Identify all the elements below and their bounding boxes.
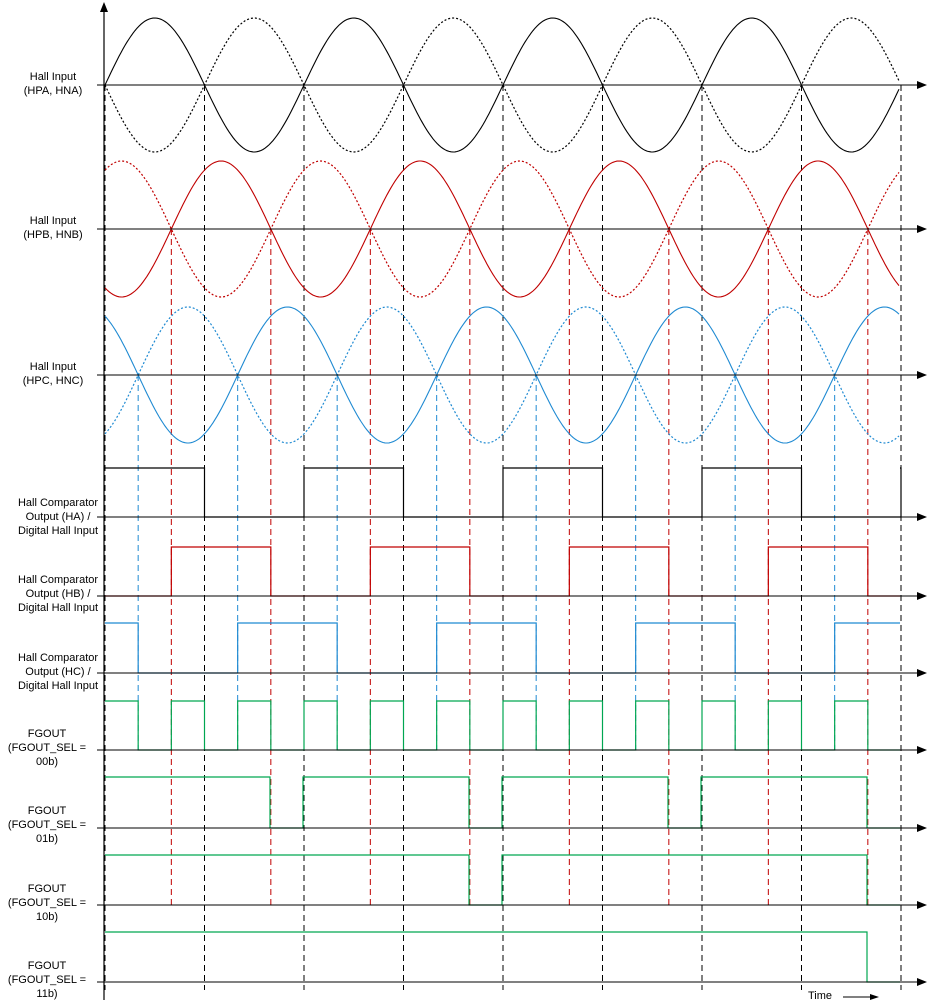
label-fgout-10b: FGOUT(FGOUT_SEL =10b): [7, 883, 87, 923]
hall-c-positive-trace: [104, 306, 900, 444]
waveforms: [104, 17, 902, 983]
hall-a-negative-trace: [104, 17, 900, 153]
time-arrowhead: [870, 994, 879, 1000]
hall-a-positive-trace: [104, 17, 900, 153]
label-hall-input-a: Hall Input(HPA, HNA): [23, 71, 83, 97]
axes: [97, 2, 927, 1000]
fgout-00b-trace: [105, 700, 900, 751]
baseline-arrowhead-8: [917, 901, 927, 909]
axis-arrowhead-up: [100, 2, 108, 12]
baseline-arrowhead-6: [917, 746, 927, 754]
fgout-10b-trace: [105, 854, 900, 906]
baseline-arrowhead-4: [917, 592, 927, 600]
time-label: Time: [808, 990, 833, 1002]
hall-c-negative-trace: [104, 306, 900, 444]
baseline-arrowhead-2: [917, 371, 927, 379]
label-fgout-11b: FGOUT(FGOUT_SEL =11b): [7, 960, 87, 1000]
baseline-arrowhead-5: [917, 669, 927, 677]
guide-lines: [104, 85, 902, 990]
label-fgout-00b: FGOUT(FGOUT_SEL =00b): [7, 728, 87, 768]
baseline-arrowhead-9: [917, 978, 927, 986]
ha-comparator-trace: [105, 467, 902, 518]
baseline-arrowhead-7: [917, 824, 927, 832]
baseline-arrowhead-0: [917, 81, 927, 89]
label-hall-input-c: Hall Input(HPC, HNC): [22, 361, 84, 387]
hall-b-negative-trace: [104, 160, 900, 298]
label-fgout-01b: FGOUT(FGOUT_SEL =01b): [7, 805, 87, 845]
fgout-01b-trace: [105, 776, 900, 829]
baseline-arrowhead-3: [917, 513, 927, 521]
baseline-arrowhead-1: [917, 225, 927, 233]
hall-b-positive-trace: [104, 160, 900, 298]
label-hall-input-b: Hall Input(HPB, HNB): [23, 215, 83, 241]
